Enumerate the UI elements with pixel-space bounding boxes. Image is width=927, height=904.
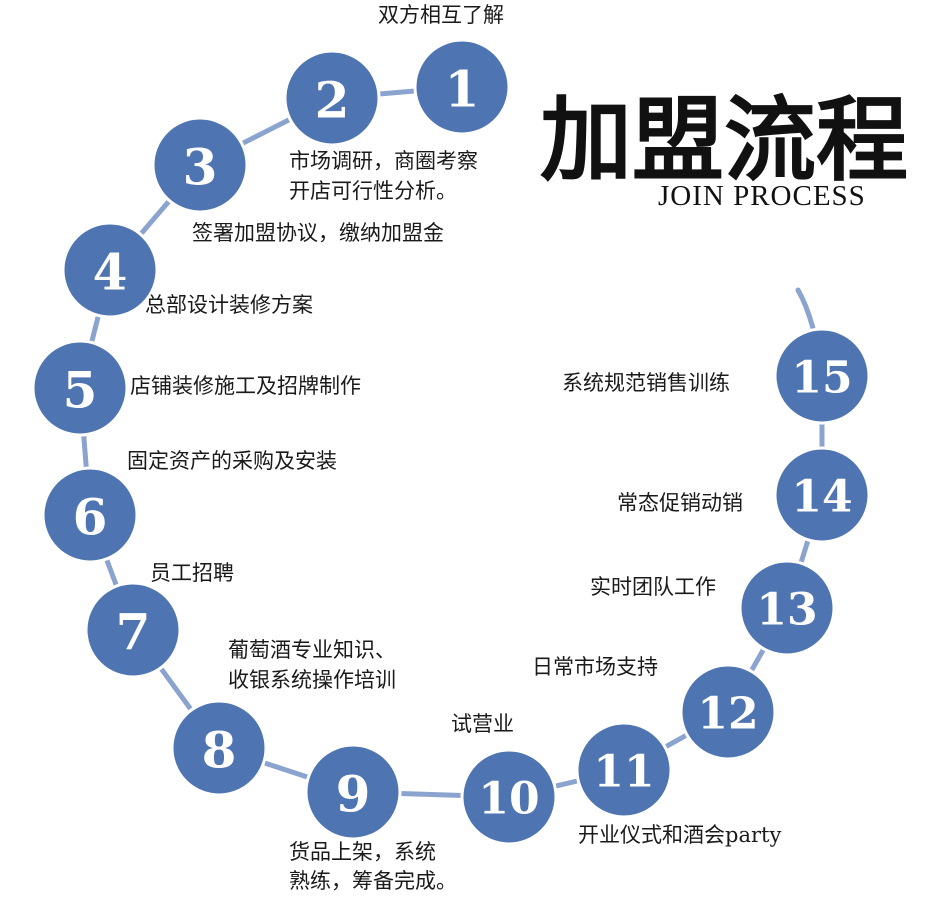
step-label: 收银系统操作培训: [228, 668, 396, 692]
step-circle: [460, 748, 558, 846]
step-8: 8 葡萄酒专业知识、收银系统操作培训: [170, 638, 396, 797]
step-circle: [304, 743, 402, 841]
step-label: 总部设计装修方案: [145, 293, 313, 317]
step-11: 11 开业仪式和酒会party: [575, 721, 781, 847]
step-7: 7 员工招聘: [84, 561, 234, 679]
title-sub: JOIN PROCESS: [658, 180, 866, 212]
step-number: 3: [183, 138, 218, 197]
step-number: 11: [593, 747, 654, 798]
step-label: 试营业: [451, 712, 514, 736]
step-number: 14: [791, 472, 852, 523]
step-number: 1: [445, 60, 480, 119]
step-12: 12 日常市场支持: [532, 655, 777, 761]
step-label: 货品上架，系统: [289, 840, 436, 864]
step-label: 固定资产的采购及安装: [127, 449, 337, 473]
step-5: 5 店铺装修施工及招牌制作: [31, 339, 361, 437]
step-label: 系统规范销售训练: [562, 371, 730, 395]
step-circle: [679, 663, 777, 761]
step-circle: [151, 116, 249, 214]
step-circle: [84, 581, 182, 679]
step-label: 员工招聘: [150, 561, 234, 585]
step-number: 6: [73, 488, 108, 547]
step-label: 熟练，筹备完成。: [289, 869, 457, 893]
step-1: 1 双方相互了解: [378, 3, 511, 136]
step-label: 开业仪式和酒会party: [578, 823, 781, 847]
step-circle: [170, 699, 268, 797]
step-15: 15 系统规范销售训练: [562, 327, 871, 425]
title-main: 加盟流程: [540, 87, 908, 194]
step-4: 4 总部设计装修方案: [61, 221, 313, 319]
step-circle: [283, 49, 381, 147]
step-label: 日常市场支持: [532, 655, 658, 679]
step-number: 4: [93, 243, 128, 302]
step-circle: [61, 221, 159, 319]
step-number: 2: [315, 71, 350, 130]
step-label: 市场调研，商圈考察: [289, 149, 478, 173]
step-label: 店铺装修施工及招牌制作: [130, 374, 361, 398]
step-number: 15: [791, 353, 852, 404]
step-number: 7: [116, 603, 151, 662]
step-number: 5: [63, 361, 98, 420]
step-14: 14 常态促销动销: [617, 446, 871, 544]
step-6: 6 固定资产的采购及安装: [41, 449, 337, 564]
step-circle: [413, 38, 511, 136]
step-circle: [41, 466, 139, 564]
step-10: 10 试营业: [451, 712, 558, 846]
step-number: 12: [697, 689, 758, 740]
step-circle: [773, 327, 871, 425]
step-label: 签署加盟协议，缴纳加盟金: [192, 221, 444, 245]
step-label: 开店可行性分析。: [289, 179, 457, 203]
step-label: 实时团队工作: [590, 575, 716, 599]
step-label: 双方相互了解: [378, 3, 504, 27]
step-circle: [575, 721, 673, 819]
step-label: 葡萄酒专业知识、: [228, 638, 396, 662]
step-number: 10: [478, 774, 539, 825]
step-circle: [738, 559, 836, 657]
step-number: 9: [336, 765, 371, 824]
step-label: 常态促销动销: [617, 491, 743, 515]
step-3: 3 签署加盟协议，缴纳加盟金: [151, 116, 444, 245]
step-number: 13: [756, 585, 817, 636]
step-number: 8: [202, 721, 237, 780]
step-circle: [31, 339, 129, 437]
step-circle: [773, 446, 871, 544]
step-13: 13 实时团队工作: [590, 559, 836, 657]
